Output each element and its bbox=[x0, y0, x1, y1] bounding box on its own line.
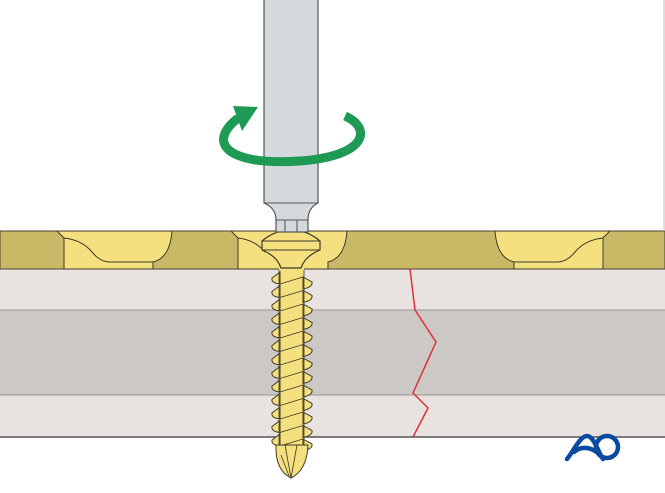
screw-thread bbox=[271, 271, 281, 285]
plate-hole-left bbox=[55, 230, 173, 270]
screw-thread bbox=[271, 365, 281, 380]
screw-thread bbox=[271, 352, 281, 366]
screw-thread bbox=[302, 370, 313, 385]
screw-thread bbox=[271, 379, 281, 393]
screw-thread bbox=[302, 357, 313, 371]
screw-thread bbox=[302, 330, 313, 344]
screw-shank bbox=[279, 262, 304, 447]
screw-thread bbox=[302, 411, 313, 425]
screw-thread bbox=[271, 406, 281, 420]
fracture-line bbox=[409, 268, 437, 438]
screw-thread bbox=[302, 384, 313, 398]
screw-thread bbox=[302, 303, 313, 317]
screw-thread bbox=[302, 397, 313, 412]
screw-thread bbox=[302, 424, 313, 439]
screw-thread bbox=[271, 338, 281, 353]
screw-thread bbox=[271, 325, 281, 339]
screw-thread bbox=[302, 343, 313, 358]
screw-thread bbox=[271, 419, 281, 434]
far-cortex bbox=[0, 395, 665, 437]
screw-thread bbox=[302, 276, 313, 290]
screw-thread bbox=[271, 392, 281, 407]
screw bbox=[261, 229, 321, 479]
screw-thread bbox=[271, 284, 281, 299]
ao-logo bbox=[564, 433, 621, 462]
screw-thread bbox=[271, 298, 281, 312]
screw-thread bbox=[271, 311, 281, 326]
screw-thread bbox=[302, 316, 313, 331]
rotation-arrow-icon bbox=[219, 106, 365, 167]
plate-hole-right bbox=[494, 230, 612, 270]
near-cortex bbox=[0, 269, 665, 310]
screw-thread bbox=[302, 289, 313, 304]
screwdriver bbox=[263, 0, 319, 233]
medullary-bone bbox=[0, 310, 665, 395]
